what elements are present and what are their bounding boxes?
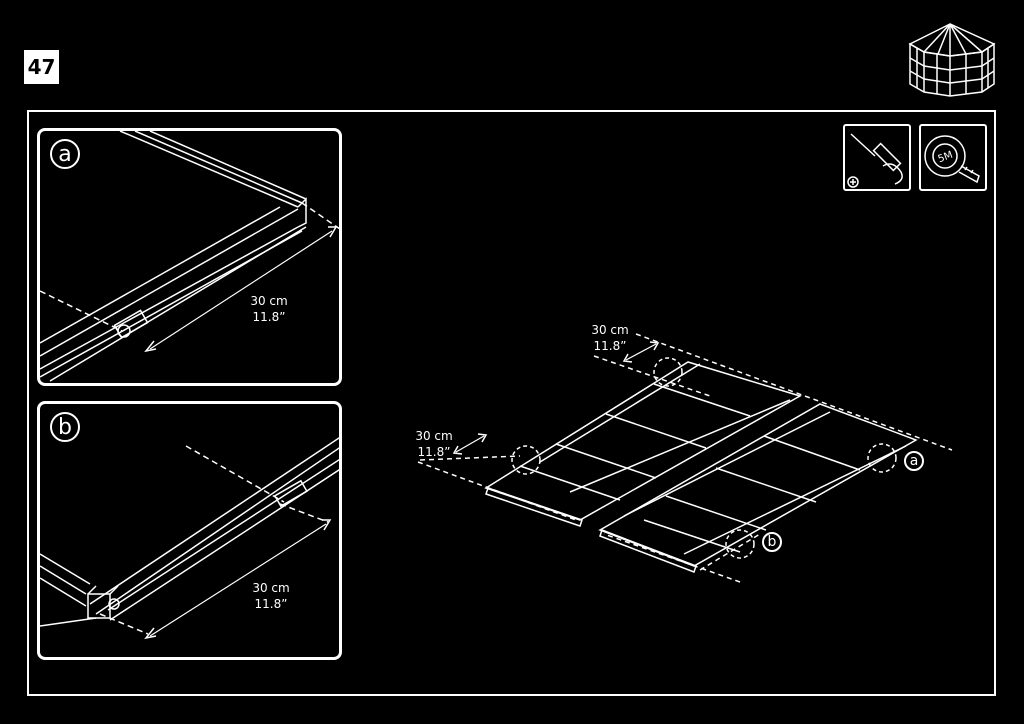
detail-b-label: b bbox=[50, 412, 80, 442]
detail-panel-a: a 30 cm 11.8” bbox=[37, 128, 342, 386]
detail-a-label: a bbox=[50, 139, 80, 169]
detail-b-imperial: 11.8” bbox=[254, 597, 288, 611]
callout-a: a bbox=[904, 451, 924, 471]
step-number: 47 bbox=[24, 50, 59, 84]
gazebo-thumbnail-icon bbox=[908, 23, 996, 97]
main-measure-left-metric: 30 cm bbox=[415, 429, 453, 443]
tape-measure-text: 5M bbox=[937, 150, 955, 165]
tape-measure-tool: 5M bbox=[919, 124, 987, 191]
main-measure-left-imperial: 11.8” bbox=[417, 445, 451, 459]
detail-b-metric: 30 cm bbox=[252, 581, 290, 595]
main-measure-top-metric: 30 cm bbox=[591, 323, 629, 337]
detail-b-measurement: 30 cm 11.8” bbox=[236, 580, 306, 612]
detail-a-measurement: 30 cm 11.8” bbox=[234, 293, 304, 325]
detail-b-drawing bbox=[40, 437, 339, 640]
main-measure-top: 30 cm 11.8” bbox=[580, 322, 640, 354]
detail-a-drawing bbox=[40, 131, 339, 382]
phillips-screwdriver-icon bbox=[847, 133, 903, 188]
screwdriver-tool bbox=[843, 124, 911, 191]
detail-panel-b: b 30 cm 11.8” bbox=[37, 401, 342, 660]
main-measure-left: 30 cm 11.8” bbox=[404, 428, 464, 460]
main-measure-top-imperial: 11.8” bbox=[593, 339, 627, 353]
callout-b: b bbox=[762, 532, 782, 552]
detail-a-imperial: 11.8” bbox=[252, 310, 286, 324]
detail-a-metric: 30 cm bbox=[250, 294, 288, 308]
tape-measure-icon: 5M bbox=[924, 135, 980, 184]
instruction-frame bbox=[27, 110, 996, 696]
